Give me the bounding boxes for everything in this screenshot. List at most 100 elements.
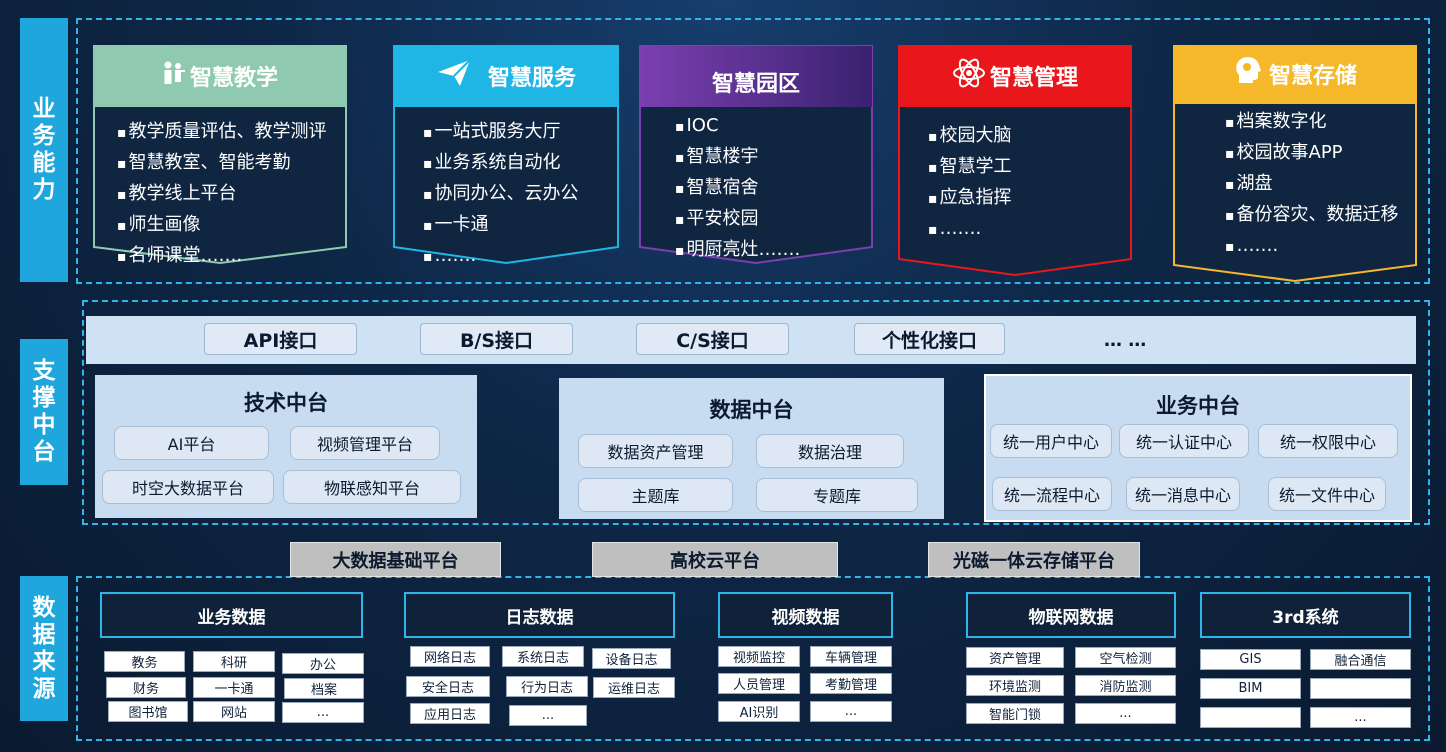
tech-item-spatiotemporal[interactable]: 时空大数据平台	[102, 470, 274, 504]
source-cell: AI识别	[718, 701, 800, 722]
source-cell: 消防监测	[1075, 675, 1176, 696]
source-cell: 图书馆	[108, 701, 188, 722]
list-item: 智慧教室、智能考勤	[117, 148, 327, 179]
source-business[interactable]: 业务数据	[100, 592, 363, 638]
list-item: 名师课堂…….	[117, 241, 327, 272]
source-cell: 运维日志	[593, 677, 675, 698]
list-item: 智慧楼宇	[675, 142, 800, 173]
source-logs[interactable]: 日志数据	[404, 592, 675, 638]
card-management-list: 校园大脑 智慧学工 应急指挥 …….	[928, 121, 1012, 245]
layer-label-support: 支撑中台	[20, 339, 68, 485]
platform-cloud[interactable]: 高校云平台	[592, 542, 838, 577]
tech-item-video[interactable]: 视频管理平台	[290, 426, 440, 460]
list-item: 教学线上平台	[117, 179, 327, 210]
source-cell: 视频监控	[718, 646, 800, 667]
list-item: …….	[423, 241, 579, 272]
card-smart-service[interactable]: 智慧服务 一站式服务大厅 业务系统自动化 协同办公、云办公 一卡通 …….	[393, 45, 619, 267]
card-service-header: 智慧服务	[393, 45, 619, 107]
platform-bigdata[interactable]: 大数据基础平台	[290, 542, 501, 577]
source-cell: 教务	[104, 651, 185, 672]
tech-item-ai[interactable]: AI平台	[114, 426, 269, 460]
card-campus-list: IOC 智慧楼宇 智慧宿舍 平安校园 明厨亮灶…….	[675, 111, 801, 266]
card-management-header: 智慧管理	[898, 45, 1132, 107]
list-item: 智慧宿舍	[675, 173, 800, 204]
list-item: 一站式服务大厅	[423, 117, 579, 148]
card-title: 智慧园区	[711, 72, 800, 97]
interface-api[interactable]: API接口	[204, 323, 357, 355]
interface-more: … …	[1104, 330, 1147, 351]
card-title: 智慧服务	[487, 66, 576, 91]
biz-title: 业务中台	[1156, 394, 1240, 418]
source-cell: 资产管理	[966, 647, 1064, 668]
list-item: …….	[1225, 231, 1399, 262]
source-cell: 科研	[193, 651, 275, 672]
source-cell: BIM	[1200, 678, 1301, 699]
source-cell: ...	[1075, 703, 1176, 724]
card-campus-header: 智慧园区	[639, 51, 873, 113]
card-smart-teaching[interactable]: 智慧教学 教学质量评估、教学测评 智慧教室、智能考勤 教学线上平台 师生画像 名…	[93, 45, 347, 267]
source-cell: 网站	[193, 701, 275, 722]
data-item-asset[interactable]: 数据资产管理	[578, 434, 733, 468]
card-management-shape	[898, 45, 1132, 277]
card-title: 智慧存储	[1268, 64, 1357, 89]
card-title: 智慧管理	[989, 66, 1078, 91]
data-title: 数据中台	[709, 398, 794, 422]
biz-item-user[interactable]: 统一用户中心	[990, 424, 1112, 458]
card-title: 智慧教学	[189, 66, 278, 91]
layer-label-datasource: 数据来源	[20, 576, 68, 721]
business-layer-frame	[76, 18, 1430, 284]
card-teaching-header: 智慧教学	[93, 45, 347, 107]
biz-item-permission[interactable]: 统一权限中心	[1258, 424, 1398, 458]
source-cell: 一卡通	[193, 677, 275, 698]
card-teaching-list: 教学质量评估、教学测评 智慧教室、智能考勤 教学线上平台 师生画像 名师课堂………	[117, 117, 327, 272]
source-cell: 行为日志	[506, 676, 588, 697]
card-smart-campus[interactable]: 智慧园区 IOC 智慧楼宇 智慧宿舍 平安校园 明厨亮灶…….	[639, 45, 873, 267]
source-video[interactable]: 视频数据	[718, 592, 893, 638]
source-cell: 环境监测	[966, 675, 1064, 696]
source-third-party[interactable]: 3rd系统	[1200, 592, 1411, 638]
source-cell: 办公	[282, 653, 364, 674]
list-item: …….	[928, 214, 1012, 245]
interface-cs[interactable]: C/S接口	[636, 323, 789, 355]
source-cell: 融合通信	[1310, 649, 1411, 670]
source-cell: ...	[509, 705, 587, 726]
biz-item-auth[interactable]: 统一认证中心	[1119, 424, 1249, 458]
source-cell: 设备日志	[592, 648, 671, 669]
layer-label-business: 业务能力	[20, 18, 68, 282]
datasource-layer-frame	[76, 576, 1430, 741]
tech-title: 技术中台	[244, 391, 328, 415]
list-item: 应急指挥	[928, 183, 1012, 214]
biz-item-file[interactable]: 统一文件中心	[1268, 477, 1386, 511]
list-item: 智慧学工	[928, 152, 1012, 183]
source-cell: ...	[1310, 707, 1411, 728]
data-item-theme[interactable]: 主题库	[578, 478, 733, 512]
list-item: 备份容灾、数据迁移	[1225, 200, 1399, 231]
source-iot[interactable]: 物联网数据	[966, 592, 1176, 638]
data-item-governance[interactable]: 数据治理	[756, 434, 904, 468]
source-cell	[1200, 707, 1301, 728]
card-smart-management[interactable]: 智慧管理 校园大脑 智慧学工 应急指挥 …….	[898, 45, 1132, 279]
list-item: 协同办公、云办公	[423, 179, 579, 210]
source-cell	[1310, 678, 1411, 699]
list-item: 一卡通	[423, 210, 579, 241]
source-cell: 智能门锁	[966, 703, 1064, 724]
source-cell: 车辆管理	[810, 646, 892, 667]
data-item-topic[interactable]: 专题库	[756, 478, 918, 512]
source-cell: GIS	[1200, 649, 1301, 670]
card-smart-storage[interactable]: 智慧存储 档案数字化 校园故事APP 湖盘 备份容灾、数据迁移 …….	[1173, 45, 1417, 285]
platform-storage[interactable]: 光磁一体云存储平台	[928, 542, 1140, 577]
list-item: 档案数字化	[1225, 107, 1399, 138]
card-storage-list: 档案数字化 校园故事APP 湖盘 备份容灾、数据迁移 …….	[1225, 107, 1399, 262]
interface-bs[interactable]: B/S接口	[420, 323, 573, 355]
biz-item-process[interactable]: 统一流程中心	[992, 477, 1112, 511]
list-item: 校园故事APP	[1225, 138, 1399, 169]
source-cell: 财务	[106, 677, 186, 698]
biz-item-message[interactable]: 统一消息中心	[1126, 477, 1240, 511]
source-cell: ...	[810, 701, 892, 722]
support-layer-frame	[82, 300, 1430, 525]
source-cell: 安全日志	[406, 676, 490, 697]
list-item: 业务系统自动化	[423, 148, 579, 179]
source-cell: 空气检测	[1075, 647, 1176, 668]
interface-custom[interactable]: 个性化接口	[854, 323, 1005, 355]
tech-item-iot[interactable]: 物联感知平台	[283, 470, 461, 504]
